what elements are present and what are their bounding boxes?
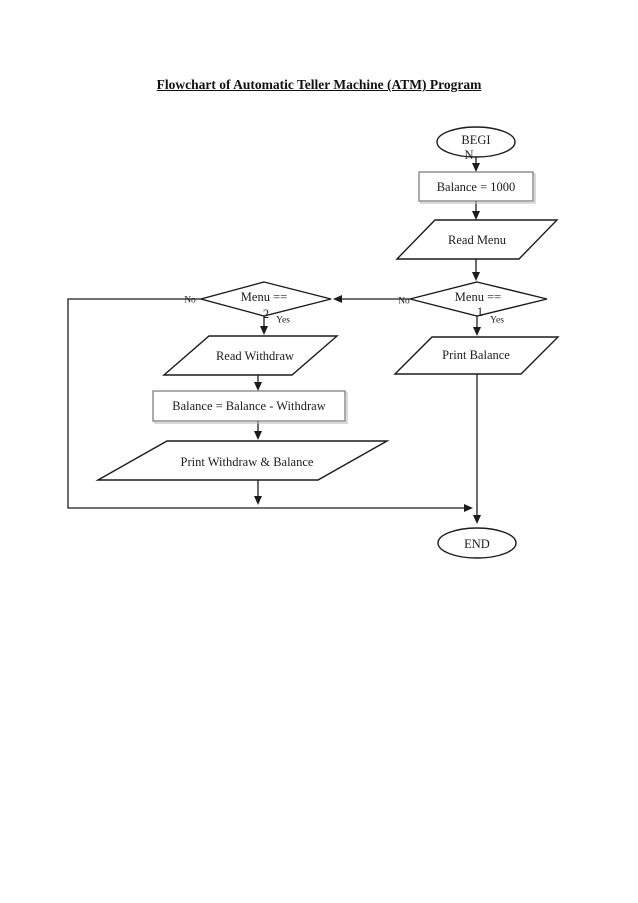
begin-label-line2: N — [464, 147, 474, 162]
init-balance-process-shape — [418, 171, 534, 202]
arrowhead-printwithdraw-join — [254, 496, 262, 505]
flow-arrowheads — [254, 163, 481, 524]
print-balance-io-shape — [393, 336, 560, 375]
print-withdraw-io-shape — [95, 440, 390, 481]
flow-connectors — [67, 157, 478, 515]
menu2-no-label: No — [184, 295, 196, 306]
arrowhead-menu1-printbalance — [473, 327, 481, 336]
menu2-label-line1: Menu == — [240, 289, 288, 304]
menu2-label-line2: 2 — [262, 306, 270, 321]
menu1-decision-shape — [409, 281, 548, 317]
menu1-label-line1: Menu == — [454, 289, 502, 304]
update-balance-label: Balance = Balance - Withdraw — [172, 398, 326, 413]
menu1-no-label: No — [398, 296, 410, 307]
process-boxes — [152, 171, 534, 422]
begin-label-line1: BEGI — [461, 132, 491, 147]
menu1-label-line2: 1 — [476, 304, 484, 319]
arrowhead-init-readmenu — [472, 211, 480, 220]
menu1-yes-label: Yes — [490, 315, 504, 326]
arrowhead-printbalance-end — [473, 515, 481, 524]
arrowhead-menu2-readwithdraw — [260, 326, 268, 335]
arrowhead-readmenu-menu1 — [472, 272, 480, 281]
page-title: Flowchart of Automatic Teller Machine (A… — [156, 77, 482, 92]
read-withdraw-label: Read Withdraw — [215, 348, 295, 363]
init-balance-label: Balance = 1000 — [436, 179, 516, 194]
flow-shapes — [95, 126, 560, 559]
menu2-decision-shape — [198, 281, 332, 317]
update-balance-process-shape — [152, 390, 346, 422]
end-label: END — [464, 536, 490, 551]
read-menu-io-shape — [395, 219, 559, 260]
arrowhead-begin-init — [472, 163, 480, 172]
begin-terminator-shape — [436, 126, 516, 158]
read-withdraw-io-shape — [162, 335, 339, 376]
arrowhead-loop-join — [464, 504, 473, 512]
print-withdraw-label: Print Withdraw & Balance — [180, 454, 314, 469]
arrowhead-readwithdraw-update — [254, 382, 262, 391]
arrowhead-menu1-menu2 — [333, 295, 342, 303]
print-balance-label: Print Balance — [442, 347, 510, 362]
menu2-yes-label: Yes — [276, 315, 290, 326]
end-terminator-shape — [437, 527, 517, 559]
read-menu-label: Read Menu — [448, 232, 506, 247]
edge-menu2-no-loop — [67, 298, 464, 509]
arrowhead-update-printwithdraw — [254, 431, 262, 440]
